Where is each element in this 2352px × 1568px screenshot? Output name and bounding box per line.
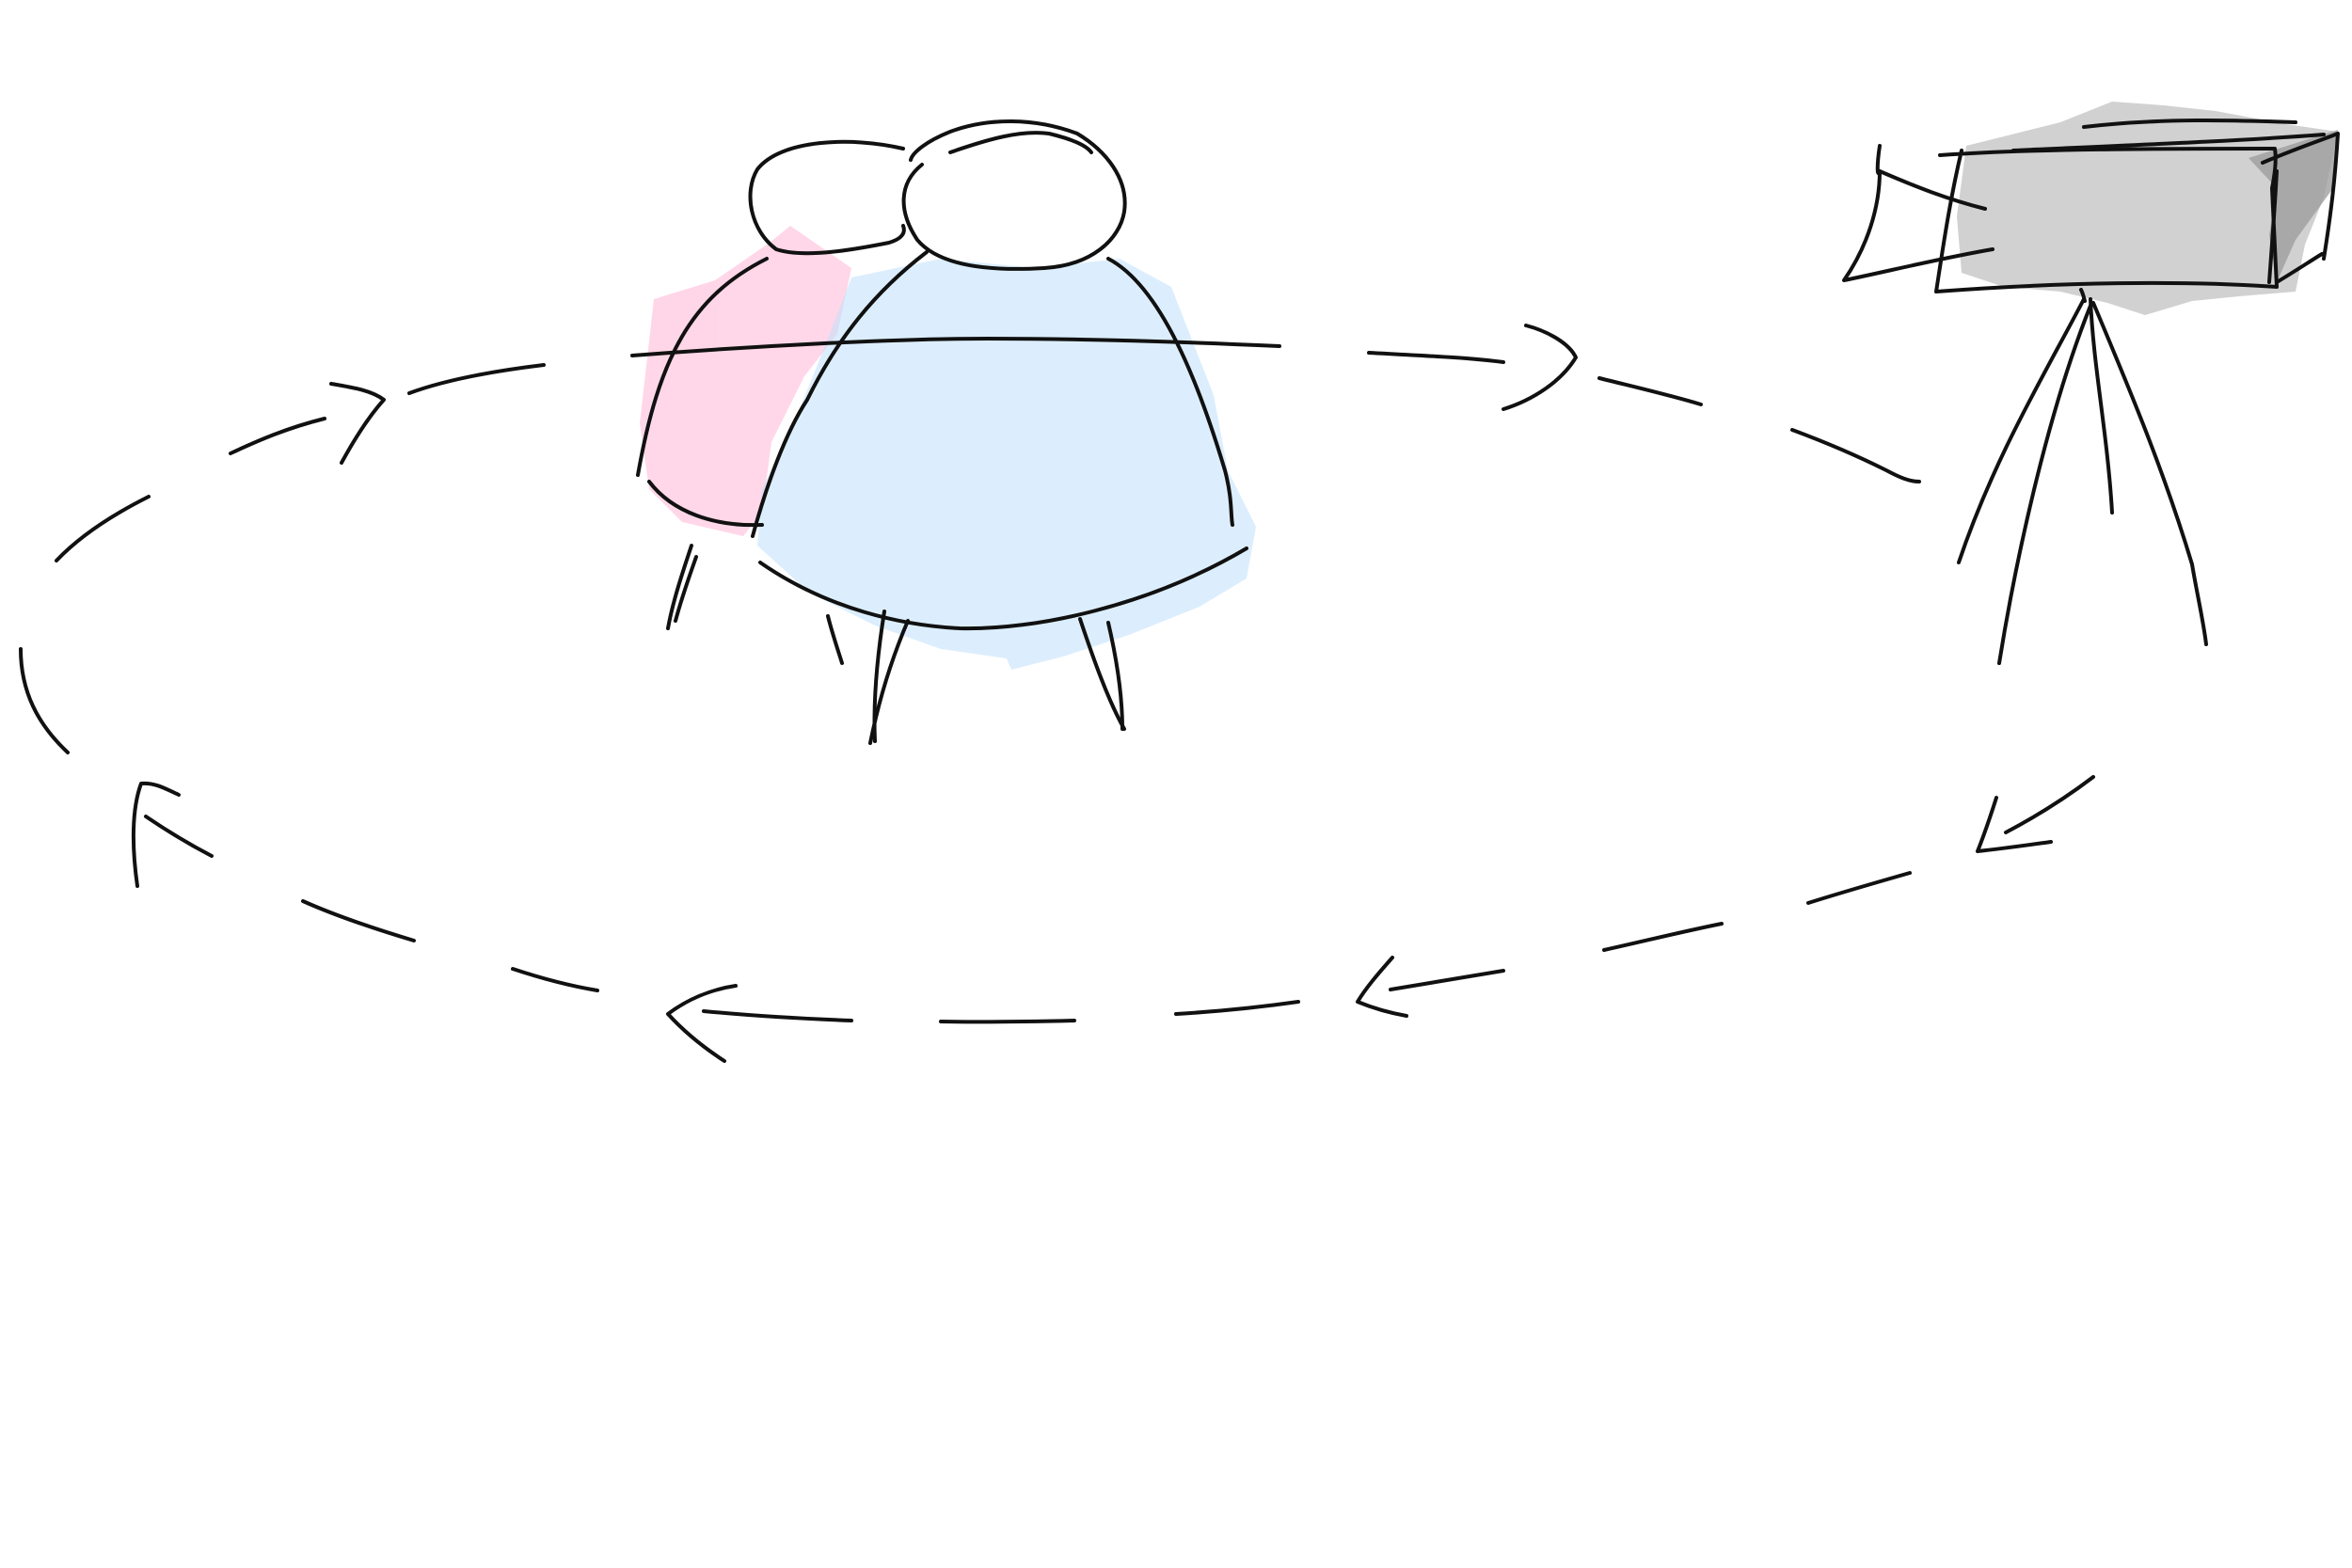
camera-group [1842, 102, 2340, 665]
orbit-top-left [407, 363, 546, 395]
tripod-leg-middle [2089, 297, 2114, 515]
arrow-top-right [1502, 324, 1578, 411]
orbit-arrows [131, 324, 2053, 1063]
person-right-leg-right [1078, 617, 1126, 731]
camera-lens [1842, 169, 1994, 282]
people-group [636, 119, 1256, 745]
tripod-leg-right [2091, 301, 2208, 646]
arrow-top-left [329, 382, 386, 465]
blue-fill [757, 259, 1256, 670]
orbit-path [19, 337, 2095, 1024]
arrow-bottom-left [666, 984, 738, 1063]
arrow-bottom-right [1356, 956, 1408, 1018]
person-left-head [748, 139, 906, 256]
person-right [751, 119, 1248, 745]
person-left-leg [666, 544, 693, 630]
person-left [636, 139, 906, 665]
tripod-leg-left [1957, 297, 2086, 564]
person-right-body-right [1106, 257, 1234, 527]
person-right-body-left [751, 250, 929, 538]
tripod [1957, 288, 2208, 665]
arrow-right [1976, 796, 2053, 853]
person-right-bottom [758, 546, 1248, 631]
camera-body [1934, 147, 2279, 293]
arrow-left [131, 781, 181, 888]
person-left-body [636, 257, 769, 477]
pink-fill [640, 226, 851, 536]
person-right-head [901, 119, 1127, 271]
